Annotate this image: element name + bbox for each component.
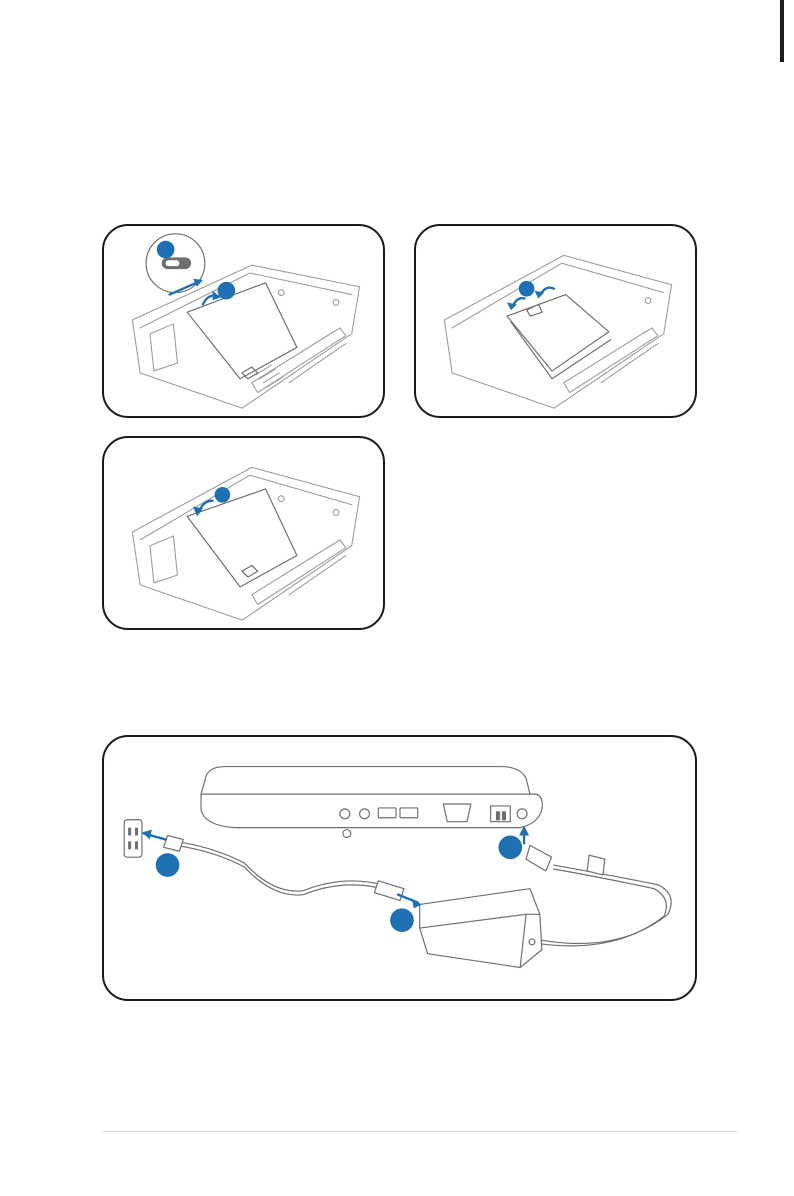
figure-battery-lift <box>414 224 697 418</box>
figure-power-connection <box>102 735 697 1001</box>
step-marker-2 <box>218 282 236 300</box>
power-cord-icon <box>164 835 672 945</box>
step-marker-1 <box>157 241 175 259</box>
arrows-icon <box>142 826 529 909</box>
laptop-side-icon <box>201 767 542 838</box>
step-marker-2 <box>390 908 414 932</box>
page-edge-tab <box>780 0 784 62</box>
laptop-underside-illustration <box>104 226 383 416</box>
laptop-underside-illustration <box>104 438 383 628</box>
dc-plug-icon <box>526 845 552 871</box>
footer-rule <box>103 1131 737 1132</box>
laptop-underside-illustration <box>416 226 695 416</box>
ac-adapter-icon <box>420 889 542 968</box>
figure-battery-install <box>102 436 385 630</box>
step-marker-3 <box>498 835 522 859</box>
wall-outlet-icon <box>124 820 142 857</box>
step-marker-1 <box>156 853 180 877</box>
step-marker-1 <box>215 487 231 503</box>
figure-battery-unlock <box>102 224 385 418</box>
battery-pack-icon <box>507 295 611 379</box>
step-marker-1 <box>519 281 535 297</box>
power-connection-illustration <box>104 737 695 999</box>
